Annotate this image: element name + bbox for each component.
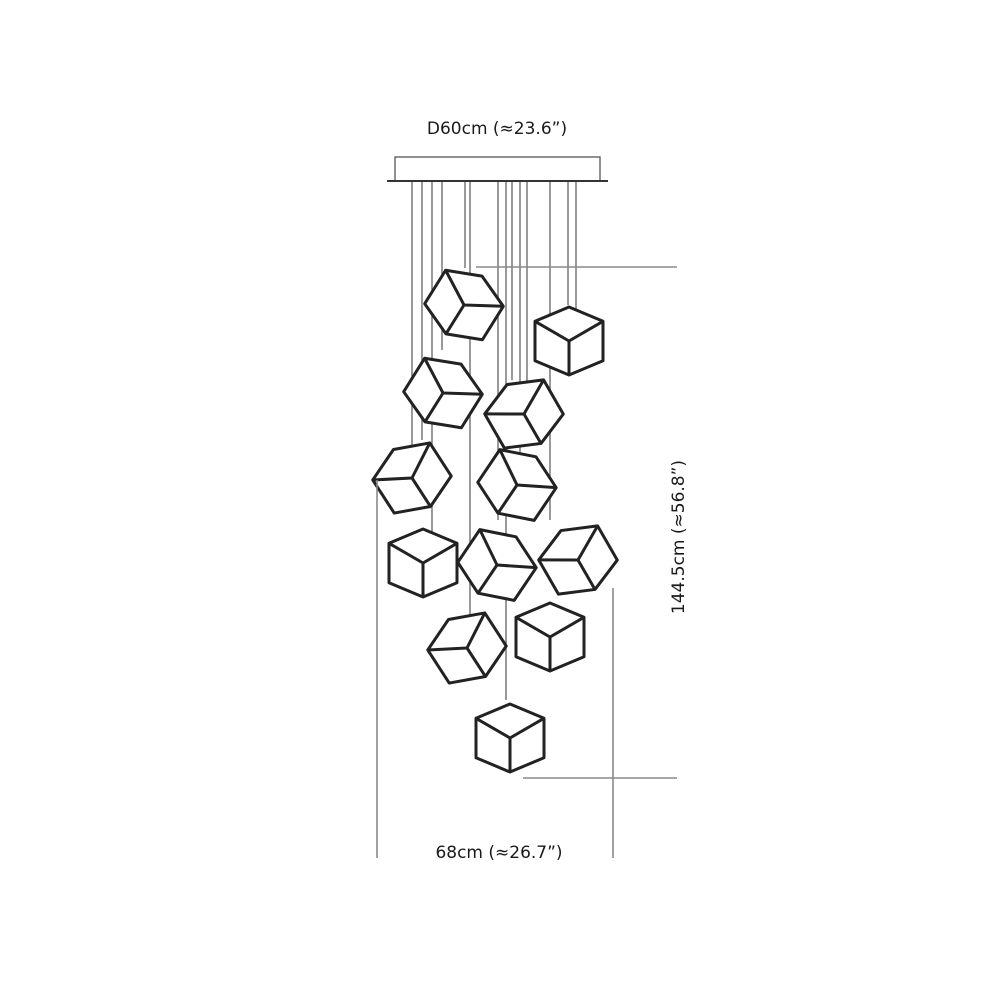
cube-pendant xyxy=(533,305,605,377)
cube-pendant xyxy=(371,441,453,515)
cube-pendant xyxy=(402,356,484,430)
width-label: 68cm (≈26.7”) xyxy=(435,843,562,863)
cube-pendant xyxy=(456,528,538,602)
cube-pendants xyxy=(371,268,619,774)
cube-pendant xyxy=(426,611,508,685)
cube-pendant xyxy=(483,378,565,450)
cube-pendant xyxy=(387,527,459,599)
height-label: 144.5cm (≈56.8”) xyxy=(669,460,689,614)
canopy-diameter-label: D60cm (≈23.6”) xyxy=(427,119,567,139)
height-dimension-line xyxy=(476,266,677,779)
cube-pendant xyxy=(476,448,558,522)
cube-pendant xyxy=(423,268,505,342)
cube-pendant xyxy=(514,601,586,673)
cube-pendant xyxy=(537,524,619,596)
width-dimension-lines xyxy=(376,480,614,858)
ceiling-canopy xyxy=(387,156,608,182)
cube-pendant xyxy=(474,702,546,774)
